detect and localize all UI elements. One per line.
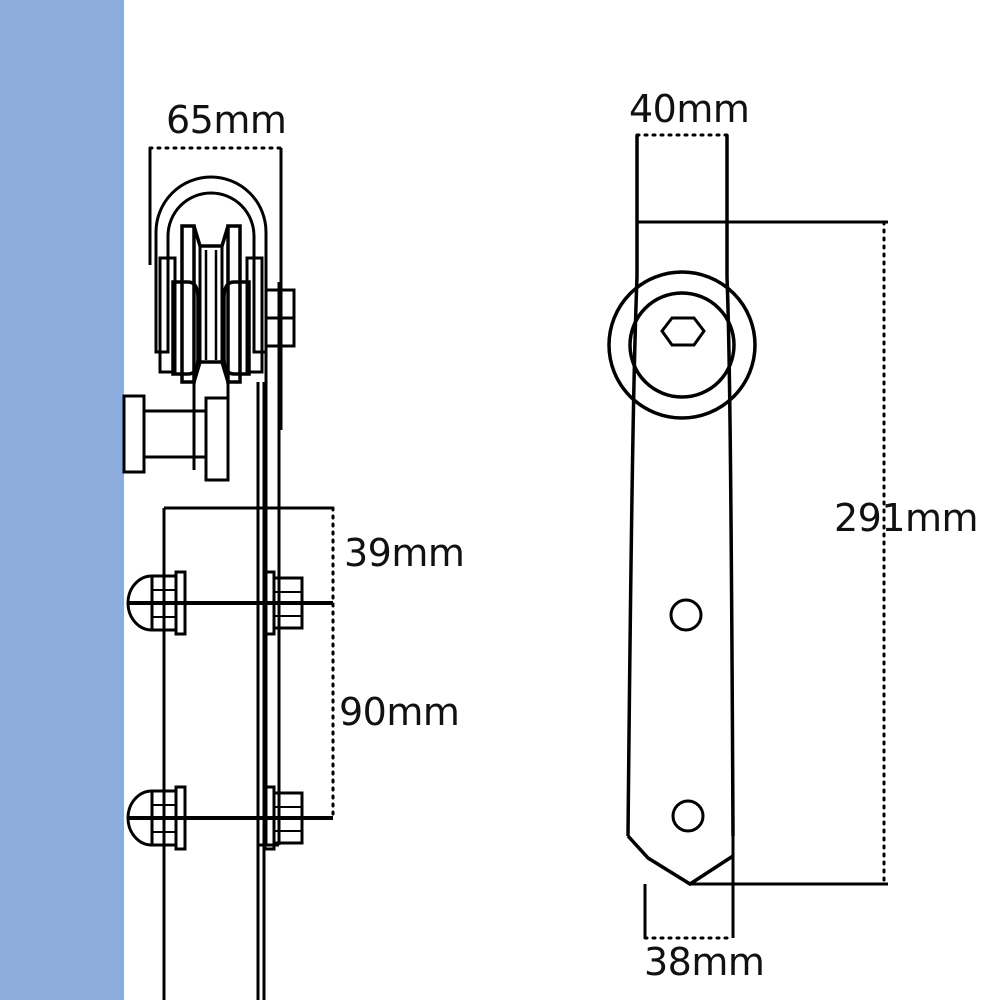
dimension-label-90mm: 90mm xyxy=(339,690,460,734)
wall-spacer-standoff xyxy=(122,394,230,482)
dimension-label-291mm: 291mm xyxy=(834,496,979,540)
dimension-label-39mm: 39mm xyxy=(344,531,465,575)
dimension-label-38mm: 38mm xyxy=(644,940,765,984)
dimension-label-40mm: 40mm xyxy=(629,87,750,131)
dimension-label-65mm: 65mm xyxy=(166,98,287,142)
hanger-strap-front xyxy=(607,135,757,887)
lower-dome-bolt xyxy=(126,785,333,851)
upper-dome-bolt xyxy=(126,570,333,636)
roller-wheel-assembly xyxy=(154,175,268,470)
dimension-40mm xyxy=(635,133,729,222)
wall-panel xyxy=(0,0,124,1000)
dimension-291mm xyxy=(637,220,888,886)
dimension-38mm xyxy=(643,856,735,940)
door-panel xyxy=(162,382,333,1000)
hanger-strap-profile xyxy=(264,282,296,845)
